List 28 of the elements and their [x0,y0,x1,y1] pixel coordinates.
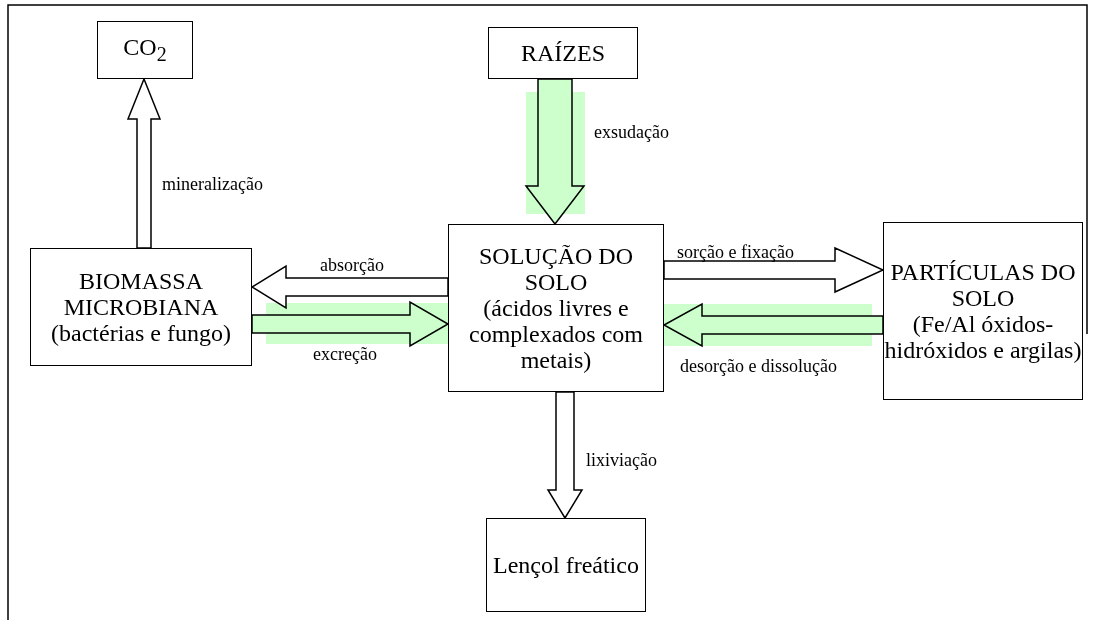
edge-label: exsudação [594,122,669,142]
text-box [488,27,638,79]
block-arrow [251,300,450,348]
edge-label: lixiviação [586,450,657,470]
block-arrow [546,391,584,520]
edge-label: desorção e dissolução [680,356,837,376]
text-box [883,222,1083,400]
box-title: SOLUÇÃO DO SOLO [478,243,634,295]
text-box [486,518,646,612]
text-box [97,21,193,79]
edge-label: absorção [320,255,384,275]
box-description: (Fe/Al óxidos-hidróxidos e argilas) [884,311,1082,363]
block-arrow [250,264,449,310]
box-title: PARTÍCULAS DO SOLO [889,259,1077,311]
edge-label: excreção [313,344,377,364]
text-box [30,248,252,366]
box-description: (ácidos livres e complexados com metais) [468,295,644,373]
block-arrow [663,246,885,294]
box-title: RAÍZES [521,40,605,66]
block-arrow [126,77,162,249]
edge-label: mineralização [162,174,263,194]
box-title: Lençol freático [493,552,639,578]
edge-label: sorção e fixação [677,242,794,262]
block-arrow [524,78,586,226]
text-box [448,224,664,392]
box-title: BIOMASSA MICROBIANA [62,268,220,320]
box-description: (bactérias e fungo) [51,320,231,346]
box-title: CO$_{2}$ [123,33,167,67]
